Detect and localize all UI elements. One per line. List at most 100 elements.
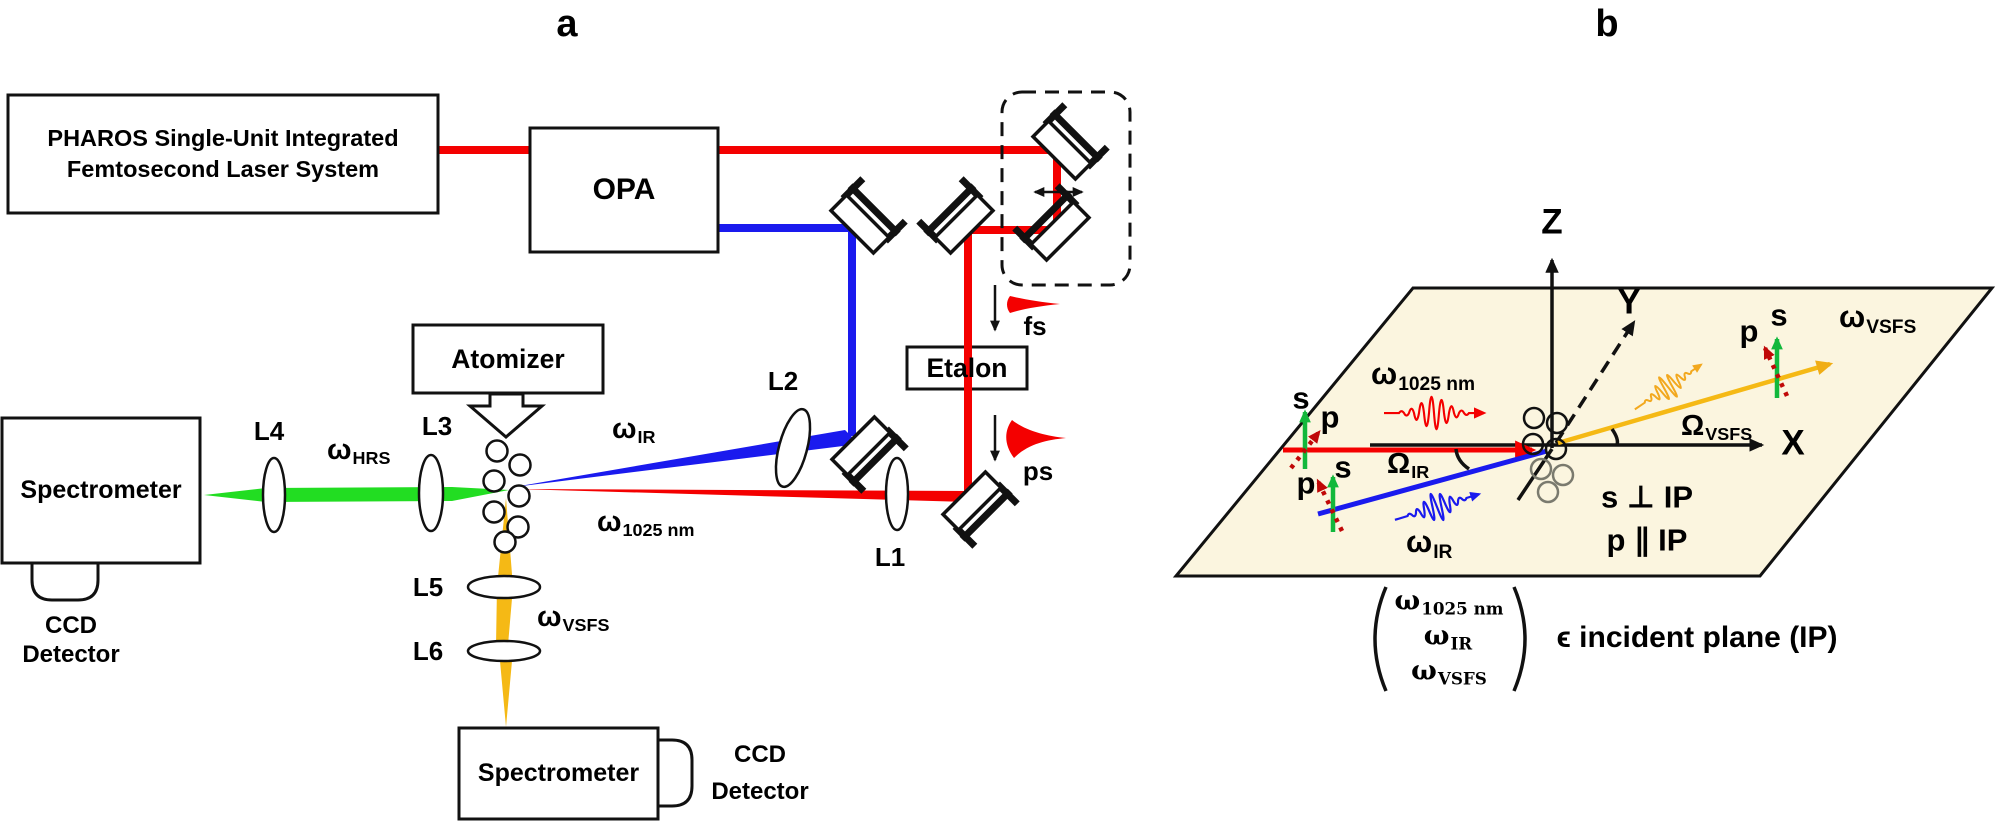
green-beam [204,487,509,502]
lens-l2 [774,407,812,489]
omega-ir-b-main: ω [1406,524,1433,559]
panel-b-label: b [1595,3,1619,45]
omega-vsfs-b-sub: VSFS [1866,316,1917,338]
ccd-bottom-line2: Detector [711,778,809,805]
droplet-stream [482,439,532,554]
lens-l3-label: L3 [421,411,453,441]
ps-pulse-icon [1006,420,1066,458]
ccd-bottom-barrel [655,738,694,808]
lens-l4 [261,456,287,534]
atomizer-outlet-arrow [465,392,547,439]
axis-y-below [1516,448,1554,501]
opa-box-label: OPA [592,173,656,206]
angle-vsfs-main: Ω [1681,410,1705,442]
lens-l5 [466,574,542,600]
omega-1025-a-label: ω1025 nm [597,506,695,541]
ccd-bottom-line1: CCD [734,740,786,768]
omega-ir-b-label: ωIR [1406,524,1452,562]
omega-1025-b-sub: 1025 nm [1398,373,1476,395]
formula-rhs: ϵ incident plane (IP) [1556,621,1838,654]
omega-vsfs-b-label: ωVSFS [1839,299,1916,337]
omega-vsfs-a-main: ω [537,601,562,633]
beam-ir-b [1317,448,1548,517]
spectrometer-left-label: Spectrometer [20,476,182,504]
s-label-1025: s [1292,380,1310,416]
p-label-1025: p [1320,399,1340,435]
omega-vsfs-b-main: ω [1839,299,1866,334]
formula-paren-left [1373,586,1388,692]
angle-ir-sub: IR [1411,462,1430,483]
spectrometer-left-box [0,416,202,565]
lens-l6-label: L6 [412,636,444,666]
omega-ir-a-sub: IR [637,427,656,448]
s-label-ir: s [1334,449,1352,485]
omega-vsfs-a-label: ωVSFS [537,601,610,636]
ccd-bottom-label: CCD Detector [690,741,830,805]
legend-s-perp-ip: s ⊥ IP [1600,479,1694,515]
formula-row-1025: ω1025 nm [1394,585,1504,617]
formula-row2-main: ω [1423,620,1450,652]
laser-box [6,93,440,215]
axis-x-label: X [1781,423,1805,463]
blue-beam-focus-triangle [514,430,859,487]
omega-1025-a-sub: 1025 nm [622,520,695,541]
mirror-etalon-in [916,176,996,256]
lens-l2-label: L2 [767,366,799,396]
angle-arc-vsfs [1610,427,1620,446]
formula-row-vsfs: ωVSFS [1411,658,1487,687]
p-arrow-1025 [1289,429,1321,470]
spectrometer-bottom-box [457,726,660,821]
ps-label: ps [1022,456,1054,486]
angle-ir-label: ΩIR [1387,448,1430,483]
omega-vsfs-a-sub: VSFS [562,615,610,636]
ccd-left-line1: CCD [45,612,97,640]
angle-arc-ir [1454,448,1471,471]
formula-row-ir: ωIR [1423,620,1472,652]
laser-box-line1: PHAROS Single-Unit Integrated [47,125,399,152]
spectrometer-bottom-label: Spectrometer [477,759,640,787]
droplets-above-plane [1521,406,1569,461]
opa-box [528,126,720,254]
ccd-left-barrel [30,561,100,602]
angle-ir-main: Ω [1387,448,1411,480]
formula-row1-main: ω [1394,585,1421,617]
legend-p-parallel-ip: p ∥ IP [1606,522,1688,558]
omega-hrs-sub: HRS [352,448,391,469]
laser-box-label: PHAROS Single-Unit Integrated Femtosecon… [8,95,438,213]
omega-ir-a-main: ω [612,413,637,445]
laser-box-line2: Femtosecond Laser System [66,156,380,182]
p-label-vsfs: p [1739,313,1759,349]
lens-l4-label: L4 [253,416,285,446]
angle-vsfs-label: ΩVSFS [1681,410,1753,445]
wavepacket-1025 [1384,395,1487,431]
lens-l1-label: L1 [874,542,906,572]
formula-row3-sub: VSFS [1437,668,1487,689]
formula-row2-sub: IR [1450,633,1473,654]
formula-paren-right [1512,586,1527,692]
red-beam-focus-triangle [516,489,968,502]
ccd-left-label: CCD Detector [1,612,141,670]
mirror-delay-top [1030,102,1110,182]
lens-l3 [417,453,445,533]
axis-y-label: Y [1617,282,1641,322]
omega-ir-a-label: ωIR [612,413,656,448]
beam-vsfs-b [1557,360,1834,446]
axis-y-dashed [1554,320,1636,444]
wavepacket-ir [1394,491,1482,522]
fs-label: fs [1023,311,1047,341]
delay-stage-dashed-box [1000,90,1132,287]
fs-pulse-icon [1007,296,1060,313]
incident-plane [1172,286,1996,578]
omega-ir-b-sub: IR [1433,541,1453,563]
angle-vsfs-sub: VSFS [1705,424,1753,445]
axis-z-label: Z [1541,202,1563,242]
omega-1025-b-main: ω [1371,356,1398,391]
p-label-ir: p [1296,465,1316,501]
omega-hrs-label: ωHRS [327,434,391,469]
omega-hrs-main: ω [327,434,352,466]
omega-1025-a-main: ω [597,506,622,538]
mirror-delay-bottom [1012,183,1092,263]
lens-l5-label: L5 [412,572,444,602]
